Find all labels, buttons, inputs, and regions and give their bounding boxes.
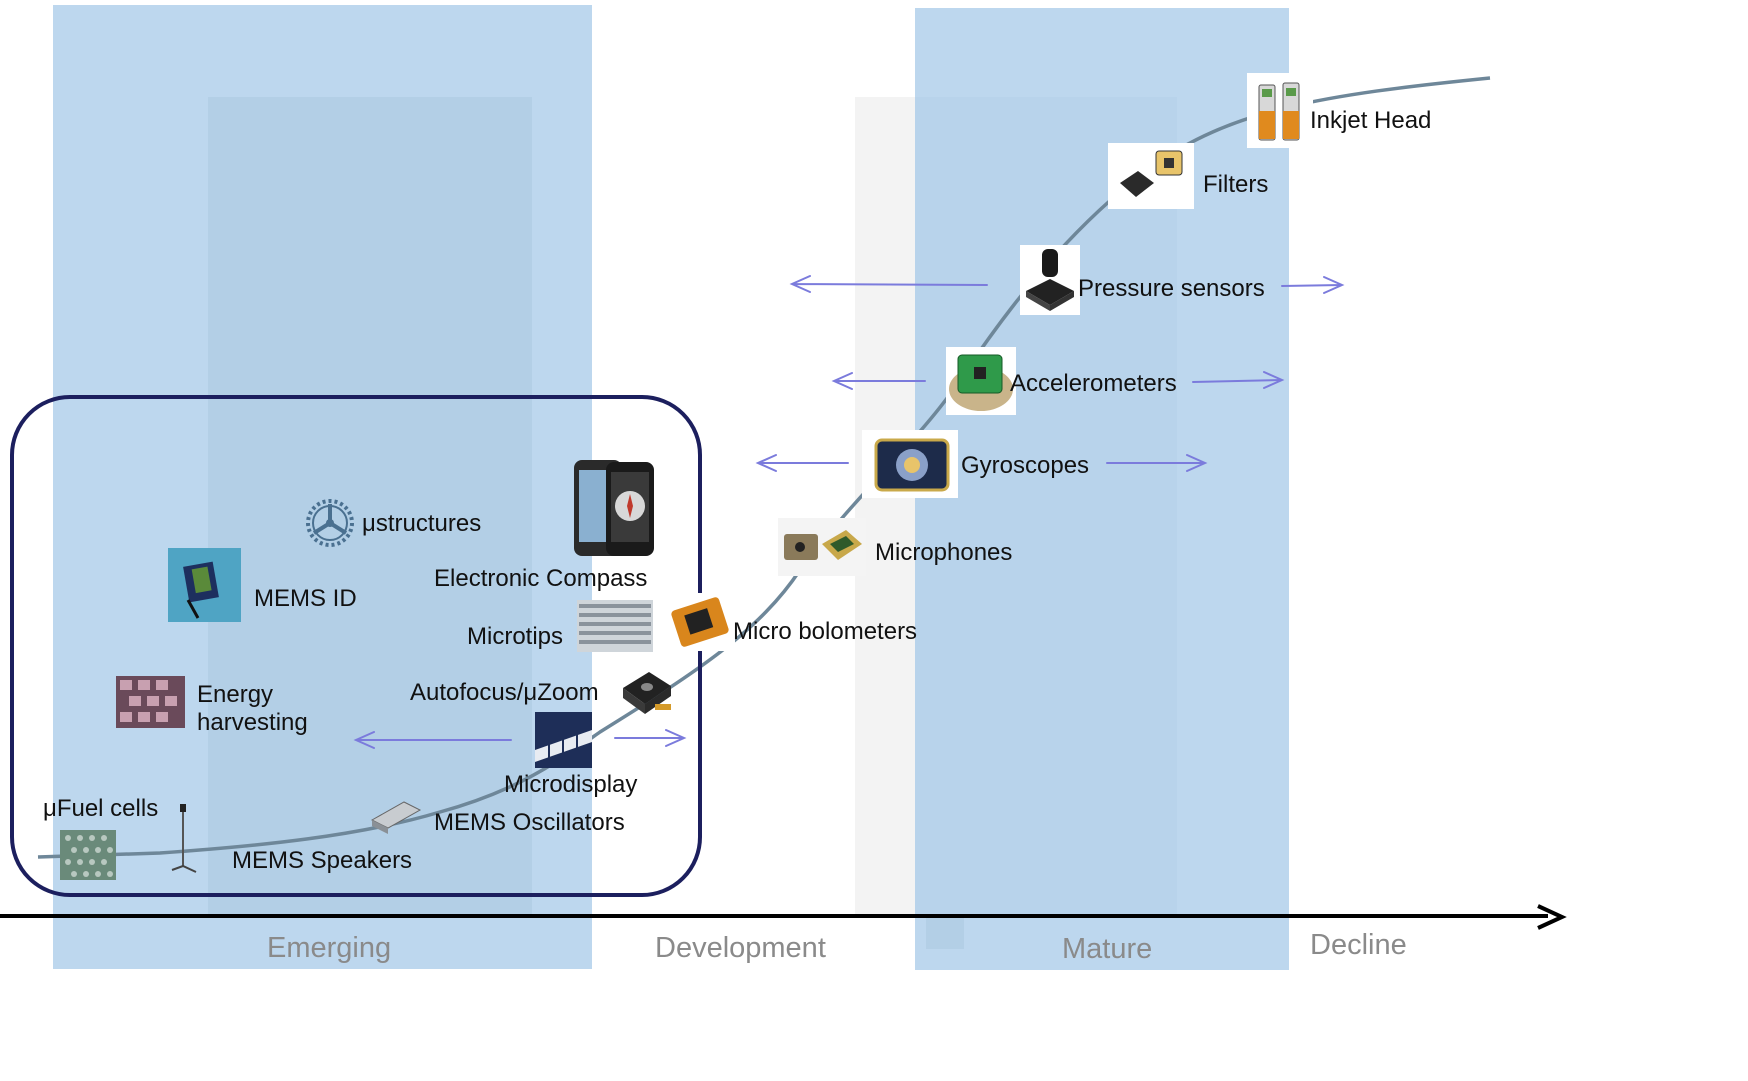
label-micro-bolometers: Micro bolometers (733, 618, 918, 645)
time-axis (0, 904, 1567, 930)
arrow-gyro-left (755, 454, 849, 472)
label-microdisplay: Microdisplay (504, 771, 638, 798)
gyroscope-image (862, 430, 958, 498)
microdisplay-image (535, 712, 592, 768)
electronic-compass-image (572, 458, 658, 558)
adoption-curve (37, 76, 1491, 859)
energy-harvesting-image (116, 676, 185, 728)
label-autofocus: Autofocus/μZoom (410, 679, 599, 706)
mems-speaker-image (166, 800, 220, 880)
label-fuel-cells: μFuel cells (43, 795, 159, 822)
arrow-microdisplay-right (614, 729, 687, 747)
emerging-inner-band (208, 97, 532, 917)
arrow-accel-right (1192, 371, 1285, 389)
arrow-accel-left (831, 372, 926, 390)
label-pressure-sensors: Pressure sensors (1078, 275, 1265, 302)
label-electronic-compass: Electronic Compass (434, 565, 648, 592)
microstructures-image (300, 492, 360, 554)
mature-inner-band (915, 97, 1177, 917)
label-mems-oscillators: MEMS Oscillators (434, 809, 625, 836)
phase-mature: Mature (1062, 933, 1153, 965)
mems-id-image (168, 548, 241, 622)
mems-oscillator-image (368, 788, 424, 842)
arrow-microdisplay-left (353, 731, 512, 749)
micro-bolometer-image (665, 593, 735, 651)
label-inkjet-head: Inkjet Head (1310, 107, 1432, 134)
development-inner-band (855, 97, 915, 915)
arrow-gyro-right (1106, 454, 1208, 472)
arrow-pressure-right (1281, 276, 1345, 294)
fuel-cell-image (60, 830, 116, 880)
accelerometer-image (946, 347, 1016, 415)
arrow-pressure-left (789, 275, 988, 293)
label-mems-speakers: MEMS Speakers (232, 847, 413, 874)
microphone-image (778, 518, 866, 576)
phase-development: Development (655, 932, 826, 964)
microtips-image (577, 600, 653, 652)
label-microstructures: μstructures (362, 510, 482, 537)
inkjet-head-image (1247, 73, 1313, 148)
label-microphones: Microphones (875, 539, 1013, 566)
label-microtips: Microtips (467, 623, 564, 650)
mature-notch (926, 915, 964, 949)
pressure-sensor-image (1020, 245, 1080, 315)
transition-arrows (353, 275, 1345, 749)
filters-image (1108, 143, 1194, 209)
phase-decline: Decline (1310, 929, 1407, 961)
label-energy-harvesting-line2: harvesting (197, 709, 308, 736)
phase-emerging: Emerging (267, 932, 392, 964)
label-energy-harvesting-line1: Energy (197, 681, 274, 708)
label-mems-id: MEMS ID (254, 585, 357, 612)
label-filters: Filters (1203, 171, 1269, 198)
label-gyroscopes: Gyroscopes (961, 452, 1090, 479)
autofocus-image (615, 660, 677, 722)
label-accelerometers: Accelerometers (1010, 370, 1177, 397)
